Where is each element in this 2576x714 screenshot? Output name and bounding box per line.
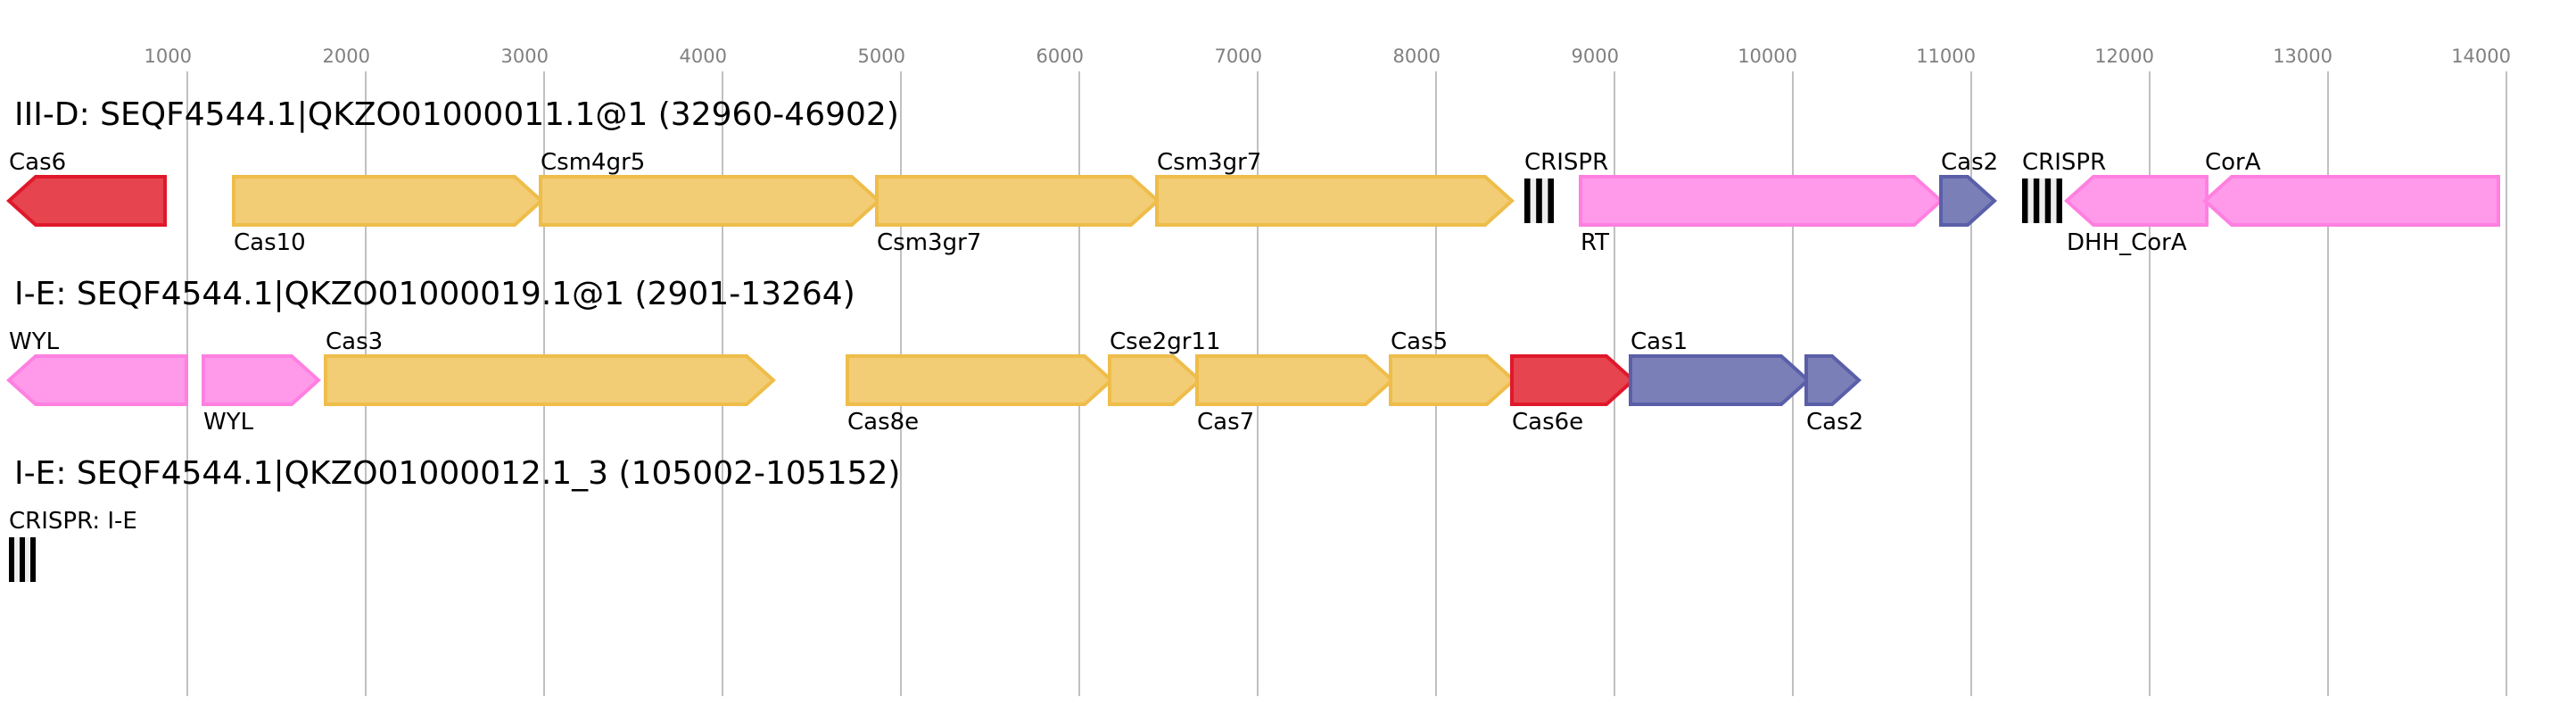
gene-arrow[interactable]: Cas2 <box>1804 354 1863 436</box>
gene-label: WYL <box>9 328 60 355</box>
gene-label: WYL <box>203 409 254 436</box>
gene-label: Csm4gr5 <box>541 149 645 176</box>
crispr-repeat <box>20 537 25 582</box>
tick-label: 5000 <box>858 46 905 67</box>
gene-shape <box>1108 354 1202 406</box>
gene-shape <box>1804 354 1862 406</box>
crispr-array[interactable]: CRISPR: I-E <box>9 508 137 582</box>
track-title: I-E: SEQF4544.1|QKZO01000019.1@1 (2901-1… <box>14 276 855 312</box>
crispr-repeat <box>1548 178 1554 223</box>
gene-shape <box>324 354 776 406</box>
gene-label: Cas5 <box>1391 328 1448 355</box>
gene-shape <box>202 354 321 406</box>
gene-label: Cas6e <box>1512 409 1583 436</box>
gene-arrow[interactable]: CorA <box>2202 149 2500 227</box>
gene-label: Cas1 <box>1631 328 1688 355</box>
track: III-D: SEQF4544.1|QKZO01000011.1@1 (3296… <box>6 96 2500 256</box>
gene-arrow[interactable]: Cas6 <box>6 149 167 227</box>
gene-shape <box>1195 354 1395 406</box>
gene-label: CRISPR <box>1524 149 1608 176</box>
gene-label: Cse2gr11 <box>1110 328 1221 355</box>
tick-label: 4000 <box>680 46 727 67</box>
gene-label: RT <box>1581 229 1609 256</box>
gene-label: Cas2 <box>1806 409 1863 436</box>
gene-label: CorA <box>2205 149 2261 176</box>
gene-shape <box>539 175 881 227</box>
tick-label: 8000 <box>1393 46 1441 67</box>
track: I-E: SEQF4544.1|QKZO01000012.1_3 (105002… <box>9 455 900 582</box>
gene-arrow[interactable]: Cas10 <box>232 175 544 256</box>
gene-shape <box>1389 354 1516 406</box>
gene-shape <box>2064 175 2209 227</box>
gene-arrow[interactable]: WYL <box>6 328 188 406</box>
gene-arrow[interactable]: Csm4gr5 <box>539 149 881 227</box>
gene-label: Cas6 <box>9 149 66 176</box>
crispr-repeat <box>2022 178 2028 223</box>
gene-arrow[interactable]: Cas8e <box>846 354 1114 436</box>
crispr-repeat <box>30 537 36 582</box>
crispr-array[interactable]: CRISPR <box>1524 149 1608 223</box>
gene-label: Cas2 <box>1941 149 1998 176</box>
gene-arrow[interactable]: WYL <box>202 354 321 436</box>
tick-label: 1000 <box>144 46 192 67</box>
crispr-repeat <box>2044 178 2052 223</box>
crispr-repeat <box>1536 178 1542 223</box>
gene-shape <box>1939 175 1997 227</box>
gene-shape <box>6 175 167 227</box>
tick-label: 13000 <box>2273 46 2332 67</box>
gene-shape <box>1155 175 1515 227</box>
gene-arrow[interactable]: Cas1 <box>1629 328 1811 406</box>
tick-label: 6000 <box>1036 46 1084 67</box>
gene-shape <box>2202 175 2500 227</box>
gene-shape <box>846 354 1114 406</box>
gene-label: DHH_CorA <box>2067 229 2187 256</box>
gene-label: Csm3gr7 <box>1157 149 1261 176</box>
gene-label: Cas10 <box>234 229 306 256</box>
gene-arrow[interactable]: RT <box>1579 175 1944 256</box>
gene-shape <box>1579 175 1944 227</box>
crispr-repeat <box>2056 178 2062 223</box>
gene-arrow[interactable]: Cas6e <box>1510 354 1636 436</box>
tick-label: 10000 <box>1738 46 1797 67</box>
tick-label: 2000 <box>323 46 370 67</box>
gene-shape <box>1510 354 1636 406</box>
tracks: III-D: SEQF4544.1|QKZO01000011.1@1 (3296… <box>6 96 2500 582</box>
tick-label: 9000 <box>1572 46 1619 67</box>
gene-label: CRISPR: I-E <box>9 508 137 535</box>
gene-label: Cas7 <box>1197 409 1254 436</box>
gene-shape <box>6 354 188 406</box>
gene-shape <box>232 175 544 227</box>
track: I-E: SEQF4544.1|QKZO01000019.1@1 (2901-1… <box>6 276 1863 436</box>
gene-arrow[interactable]: Cas2 <box>1939 149 1998 227</box>
crispr-repeat <box>2033 178 2040 223</box>
gene-label: Cas8e <box>847 409 919 436</box>
gene-arrow[interactable]: Cas5 <box>1389 328 1516 406</box>
gene-shape <box>1629 354 1811 406</box>
gene-label: Csm3gr7 <box>877 229 981 256</box>
gene-arrow[interactable]: Cas7 <box>1195 354 1395 436</box>
crispr-repeat <box>9 537 14 582</box>
tick-label: 11000 <box>1916 46 1976 67</box>
crispr-background <box>2022 178 2062 223</box>
tick-label: 7000 <box>1215 46 1262 67</box>
gene-label: CRISPR <box>2022 149 2106 176</box>
gene-arrow[interactable]: Csm3gr7 <box>1155 149 1515 227</box>
gene-shape <box>875 175 1160 227</box>
gene-label: Cas3 <box>326 328 383 355</box>
tick-label: 12000 <box>2094 46 2154 67</box>
gene-arrow[interactable]: Cas3 <box>324 328 776 406</box>
track-title: III-D: SEQF4544.1|QKZO01000011.1@1 (3296… <box>14 96 899 133</box>
tick-label: 14000 <box>2451 46 2511 67</box>
track-title: I-E: SEQF4544.1|QKZO01000012.1_3 (105002… <box>14 455 900 492</box>
crispr-repeat <box>1524 178 1531 223</box>
gene-arrow[interactable]: Csm3gr7 <box>875 175 1160 256</box>
gene-arrow[interactable]: Cse2gr11 <box>1108 328 1221 406</box>
gene-arrow[interactable]: DHH_CorA <box>2064 175 2209 256</box>
tick-label: 3000 <box>501 46 549 67</box>
crispr-array[interactable]: CRISPR <box>2022 149 2106 223</box>
